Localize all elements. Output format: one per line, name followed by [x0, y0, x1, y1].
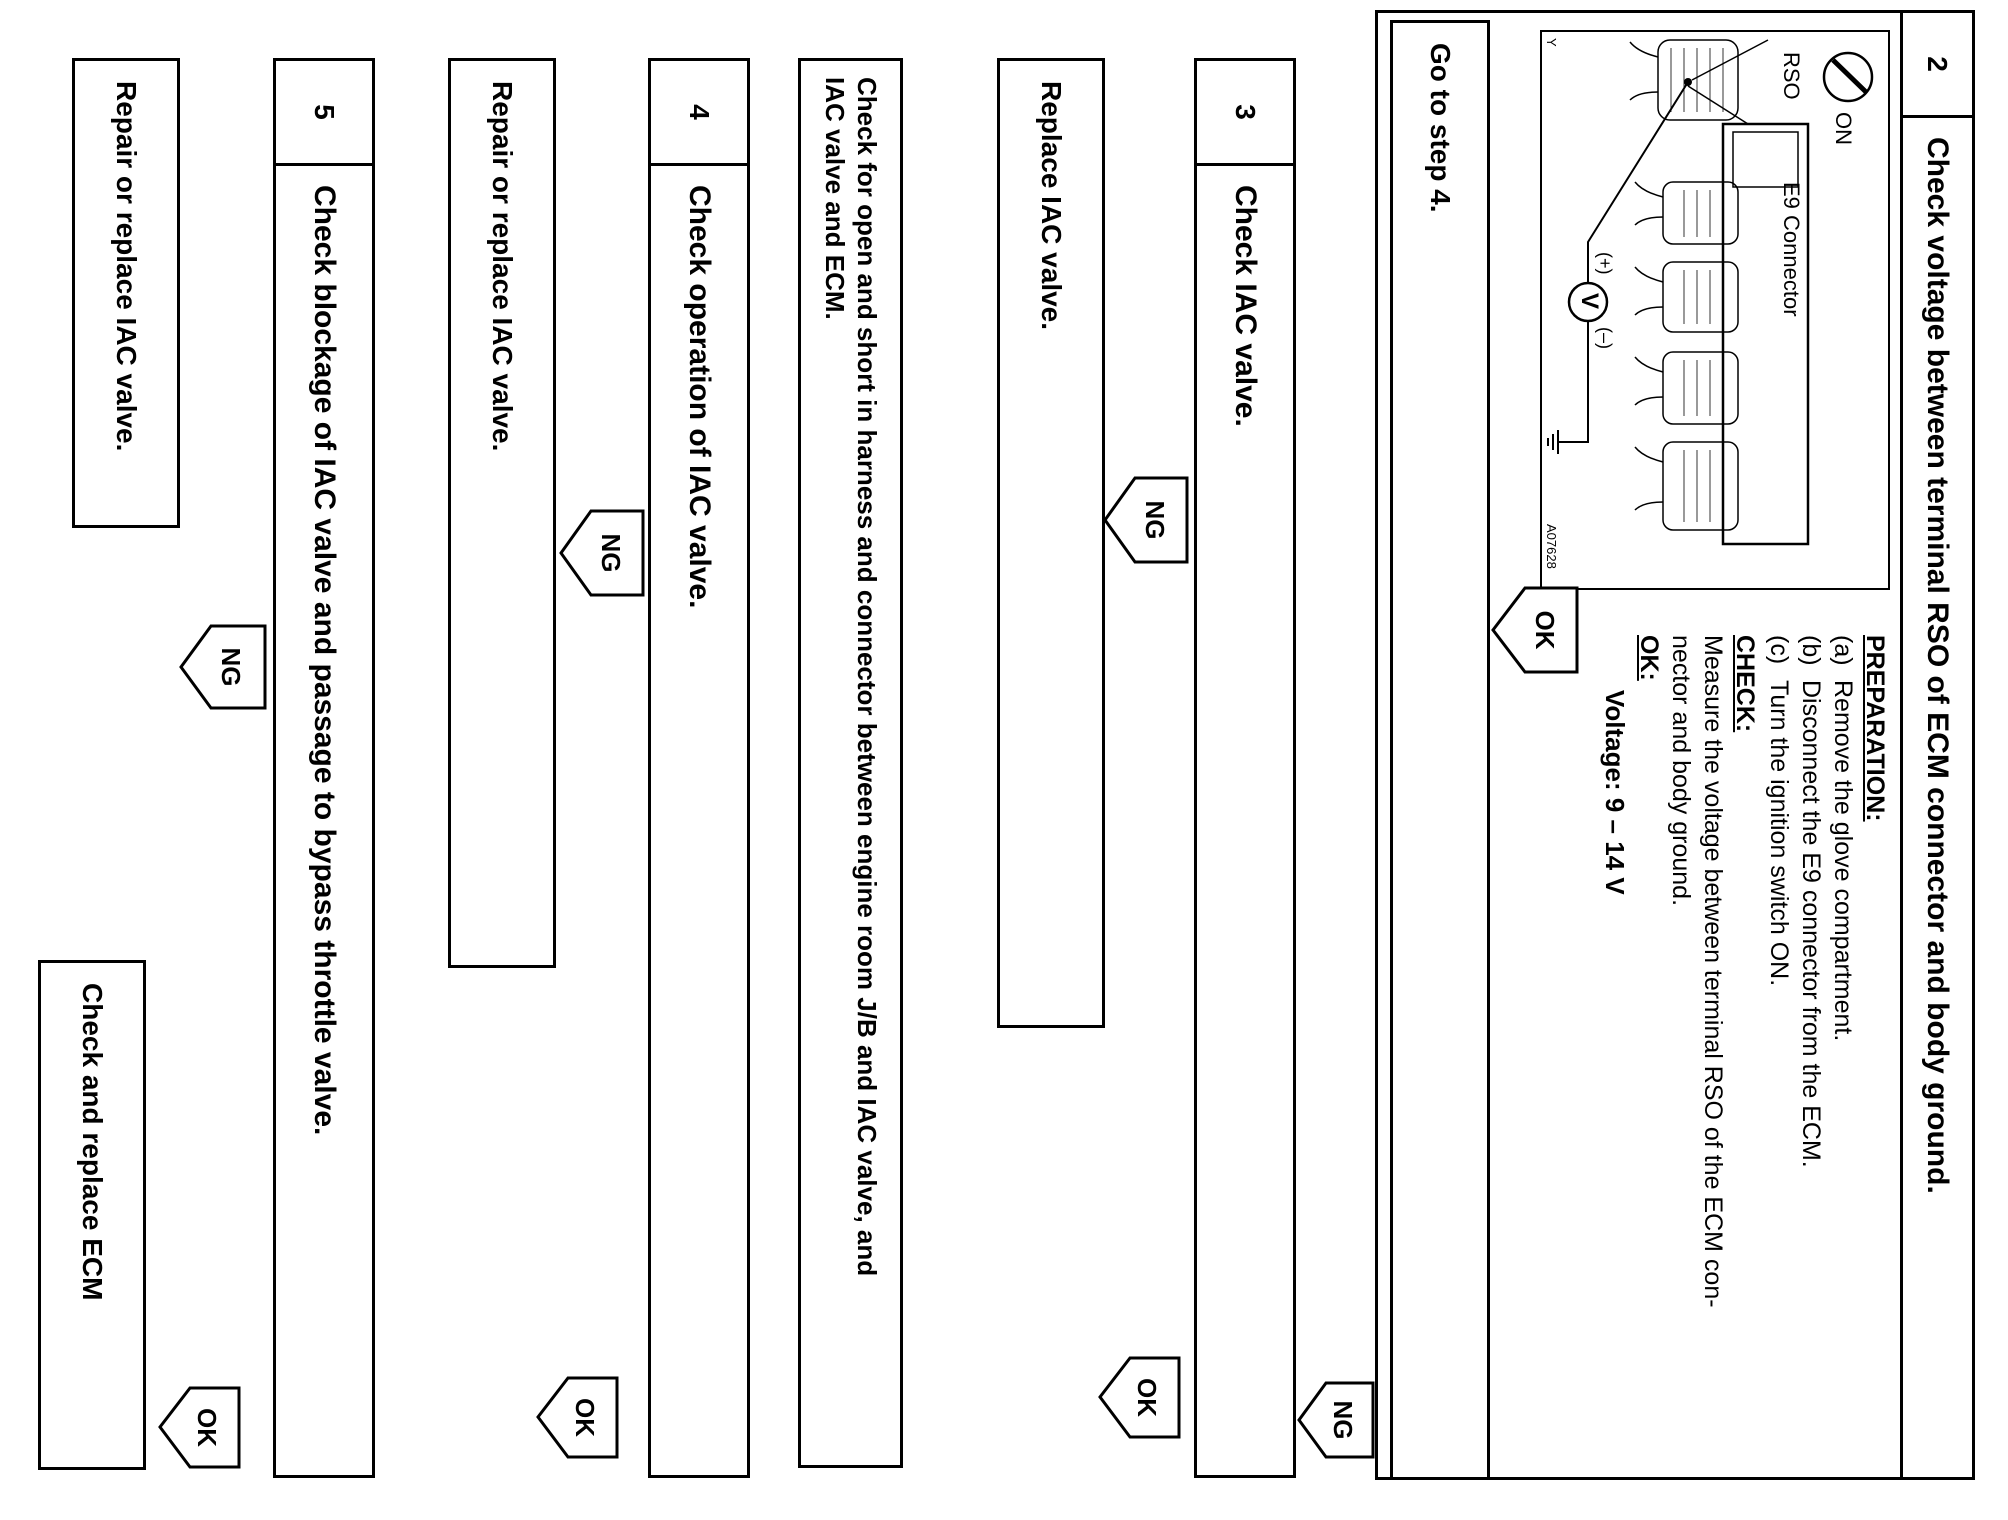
step-5-ok-tag: OK: [157, 1385, 242, 1470]
step-4-ng-result: Repair or replace IAC valve.: [448, 58, 556, 968]
step-3-box: 3 Check IAC valve.: [1194, 58, 1296, 1478]
step-2-ok-tag: OK: [1490, 585, 1580, 675]
step-4-box: 4 Check operation of IAC valve.: [648, 58, 750, 1478]
figure-corner-mark: Y: [1544, 38, 1559, 47]
figure-code: A07628: [1544, 524, 1559, 569]
step-2-title: Check voltage between terminal RSO of EC…: [1921, 137, 1955, 1194]
step-2-box: 2 Check voltage between terminal RSO of …: [1900, 10, 1975, 1480]
step-2-ng-tag-label: NG: [1328, 1400, 1358, 1440]
switch-on-label: ON: [1831, 112, 1856, 145]
preparation-item-b: Disconnect the E9 connector from the ECM…: [1797, 680, 1825, 1168]
step-3-ng-result: Replace IAC valve.: [997, 58, 1105, 1028]
ok-spec-value: Voltage: 9 – 14 V: [1600, 690, 1630, 895]
step-3-ok-tag-label: OK: [1132, 1378, 1162, 1417]
check-harness-line-1: Check for open and short in harness and …: [852, 77, 882, 1277]
rso-terminal-label: RSO: [1779, 52, 1804, 100]
check-line-1: Measure the voltage between terminal RSO…: [1699, 635, 1727, 1308]
step-3-ng-tag: NG: [1102, 475, 1190, 565]
step-5-ng-result: Repair or replace IAC valve.: [72, 58, 180, 528]
step-4-ok-tag: OK: [535, 1375, 620, 1460]
ecm-connector-drawing: [1547, 39, 1874, 546]
preparation-marker-b: (b): [1797, 635, 1825, 666]
preparation-marker-a: (a): [1829, 635, 1857, 666]
preparation-marker-c: (c): [1765, 635, 1793, 665]
step-5-ng-tag-label: NG: [216, 647, 246, 687]
step-5-box: 5 Check blockage of IAC valve and passag…: [273, 58, 375, 1478]
step-3-ng-tag-label: NG: [1140, 500, 1170, 540]
check-line-2: nector and body ground.: [1667, 635, 1695, 907]
step-5-title: Check blockage of IAC valve and passage …: [308, 185, 341, 1136]
step-2-ok-result: Go to step 4.: [1390, 20, 1490, 1480]
step-3-title: Check IAC valve.: [1229, 185, 1262, 427]
step-4-ng-tag-label: NG: [596, 533, 626, 573]
step-2-ok-tag-label: OK: [1530, 610, 1560, 650]
final-result: Check and replace ECM: [38, 960, 146, 1470]
e9-connector-label: E9 Connector: [1779, 182, 1804, 317]
step-5-ng-tag: NG: [178, 623, 268, 711]
preparation-item-a: Remove the glove compartment.: [1829, 680, 1857, 1042]
check-harness-line-2: IAC valve and ECM.: [820, 77, 850, 320]
step-2-ng-tag: NG: [1296, 1380, 1376, 1460]
step-2-number: 2: [1903, 13, 1972, 118]
step-4-number: 4: [651, 61, 747, 166]
step-5-ok-tag-label: OK: [192, 1408, 222, 1447]
ecm-connector-figure: ON E9 Connector RSO V (+) (–) A07628 Y: [1540, 30, 1890, 590]
step-4-title: Check operation of IAC valve.: [683, 185, 716, 609]
ok-spec-heading: OK:: [1635, 635, 1663, 681]
check-heading: CHECK:: [1731, 635, 1759, 733]
step-3-number: 3: [1197, 61, 1293, 166]
meter-symbol: V: [1576, 293, 1603, 310]
meter-plus-label: (+): [1595, 252, 1615, 275]
preparation-heading: PREPARATION:: [1861, 635, 1889, 822]
step-4-ng-tag: NG: [558, 508, 646, 598]
meter-minus-label: (–): [1595, 327, 1615, 349]
preparation-item-c: Turn the ignition switch ON.: [1765, 680, 1793, 987]
check-harness-box: Check for open and short in harness and …: [798, 58, 903, 1468]
step-4-ok-tag-label: OK: [570, 1398, 600, 1437]
step-5-number: 5: [276, 61, 372, 166]
step-3-ok-tag: OK: [1097, 1355, 1182, 1440]
